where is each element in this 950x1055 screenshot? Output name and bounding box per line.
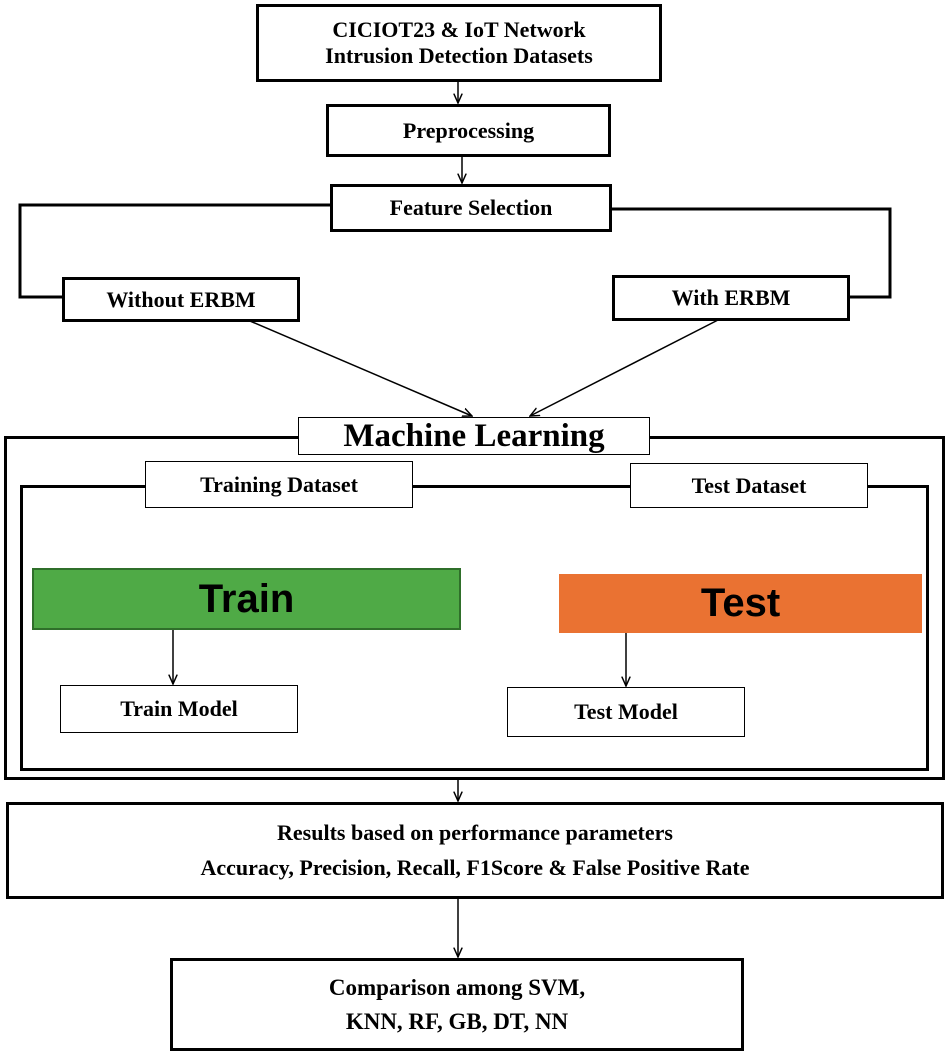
datasets-line-1: CICIOT23 & IoT Network bbox=[332, 16, 586, 42]
train-model-label: Train Model bbox=[120, 696, 238, 721]
datasets-line-2: Intrusion Detection Datasets bbox=[325, 43, 593, 68]
comparison-box: Comparison among SVM, KNN, RF, GB, DT, N… bbox=[170, 958, 744, 1051]
without-erbm-box: Without ERBM bbox=[62, 277, 300, 322]
arrow-with-erbm-to-machine-learning bbox=[530, 319, 719, 416]
test-dataset-label: Test Dataset bbox=[691, 472, 807, 498]
train-block: Train bbox=[32, 568, 461, 630]
preprocessing-label: Preprocessing bbox=[402, 117, 535, 143]
machine-learning-title: Machine Learning bbox=[343, 417, 605, 454]
results-line-1: Results based on performance parameters bbox=[277, 820, 673, 846]
with-erbm-label: With ERBM bbox=[671, 285, 791, 310]
feature-selection-label: Feature Selection bbox=[389, 195, 553, 220]
machine-learning-title-box: Machine Learning bbox=[298, 417, 650, 455]
test-model-box: Test Model bbox=[507, 687, 745, 737]
train-label: Train bbox=[198, 576, 295, 621]
machine-learning-inner-frame bbox=[20, 485, 929, 771]
preprocessing-box: Preprocessing bbox=[326, 104, 611, 157]
test-dataset-box: Test Dataset bbox=[630, 463, 868, 508]
train-model-box: Train Model bbox=[60, 685, 298, 733]
connector-feature-selection-to-without-erbm bbox=[18, 203, 330, 299]
training-dataset-label: Training Dataset bbox=[200, 471, 358, 497]
connector-feature-selection-to-with-erbm bbox=[612, 207, 892, 299]
feature-selection-box: Feature Selection bbox=[330, 184, 612, 232]
results-line-2: Accuracy, Precision, Recall, F1Score & F… bbox=[200, 854, 750, 880]
test-model-label: Test Model bbox=[574, 699, 678, 724]
arrow-without-erbm-to-machine-learning bbox=[249, 320, 472, 416]
training-dataset-box: Training Dataset bbox=[145, 461, 413, 508]
with-erbm-box: With ERBM bbox=[612, 275, 850, 321]
datasets-box: CICIOT23 & IoT Network Intrusion Detecti… bbox=[256, 4, 662, 82]
comparison-line-2: KNN, RF, GB, DT, NN bbox=[345, 1008, 569, 1034]
test-block: Test bbox=[559, 574, 922, 633]
comparison-line-1: Comparison among SVM, bbox=[328, 974, 586, 1000]
test-label: Test bbox=[700, 581, 781, 625]
without-erbm-label: Without ERBM bbox=[106, 286, 256, 312]
results-box: Results based on performance parameters … bbox=[6, 802, 944, 899]
